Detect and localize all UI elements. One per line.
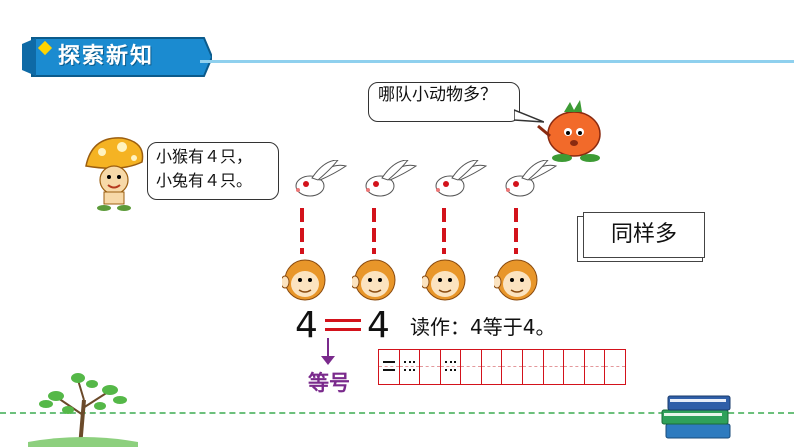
mushroom-character-icon: [85, 137, 144, 211]
arrow-down-icon: [321, 356, 335, 365]
grid-cell: [523, 350, 544, 384]
grid-cell: [502, 350, 524, 384]
read-as-text: 读作：4等于4。: [410, 315, 556, 339]
header-divider: [200, 60, 794, 63]
rabbit-icon: [435, 160, 488, 197]
question-text: 哪队小动物多？: [378, 85, 497, 105]
grid-cell: [564, 350, 585, 384]
rabbit-icon: [365, 160, 418, 197]
books-icon: [661, 395, 731, 439]
monkey-count-text: 小猴有４只，: [156, 147, 253, 166]
grid-cell: [399, 350, 421, 384]
equals-sign-name: 等号: [308, 371, 350, 395]
equation-left-number: 4: [295, 305, 318, 346]
match-line: [300, 208, 304, 258]
monkey-icon: [494, 259, 538, 301]
tree-icon: [28, 373, 138, 447]
match-line: [442, 208, 446, 258]
info-bubble: [147, 142, 279, 200]
grid-cell: [481, 350, 503, 384]
grid-cell: [605, 350, 625, 384]
arrow-shaft: [327, 338, 329, 360]
grid-cell: [379, 350, 400, 384]
bubble-tail: [514, 109, 544, 123]
match-line: [514, 208, 518, 258]
grid-cell: [461, 350, 482, 384]
tomato-character-icon: [537, 100, 601, 162]
question-bubble: [368, 82, 520, 122]
section-banner: [22, 37, 212, 77]
monkey-icon: [422, 259, 466, 301]
writing-practice-grid: [378, 349, 626, 385]
ground-divider: [0, 412, 794, 414]
monkey-icon: [352, 259, 396, 301]
equals-sign-icon: [323, 314, 363, 336]
grid-cell: [543, 350, 565, 384]
rabbit-count-text: 小兔有４只。: [156, 171, 253, 190]
monkey-icon: [282, 259, 326, 301]
section-title: 探索新知: [58, 44, 155, 69]
equation-right-number: 4: [367, 305, 390, 346]
grid-cell: [420, 350, 441, 384]
rabbit-icon: [505, 160, 558, 197]
match-line: [372, 208, 376, 258]
grid-cell: [584, 350, 606, 384]
rabbit-icon: [295, 160, 348, 197]
same-amount-label: 同样多: [583, 212, 705, 258]
grid-cell: [440, 350, 462, 384]
